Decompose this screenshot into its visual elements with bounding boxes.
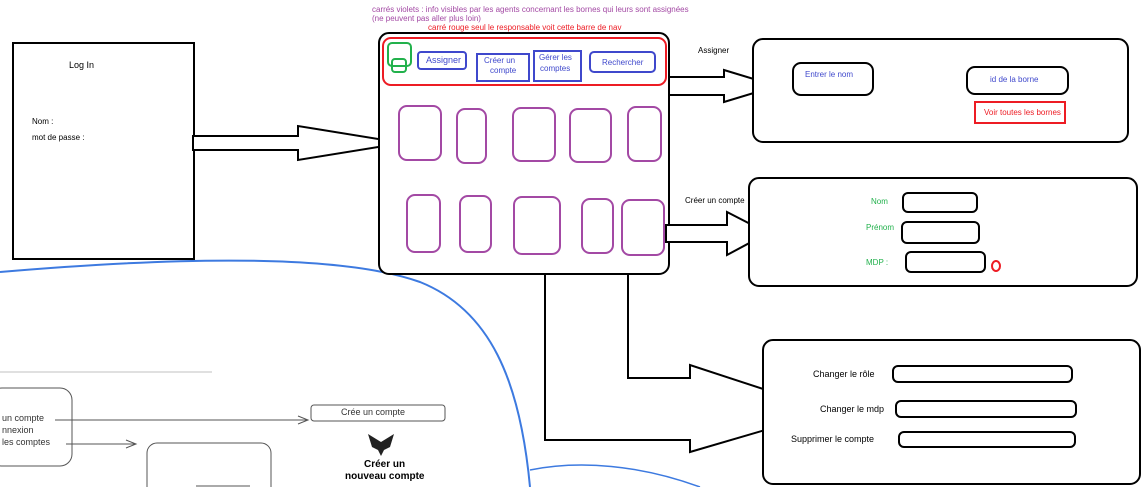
- assign-id-label: id de la borne: [990, 75, 1039, 84]
- connector-arrowhead: [297, 415, 310, 425]
- main-screen: [378, 32, 670, 275]
- login-title: Log In: [69, 60, 95, 70]
- assign-id-box[interactable]: [966, 66, 1069, 95]
- note-violet-line2: (ne peuvent pas aller plus loin): [372, 14, 481, 23]
- green-square-1: [387, 42, 412, 67]
- nav-search-label: Rechercher: [602, 58, 644, 67]
- create-prenom-label: Prénom: [866, 223, 895, 232]
- assign-arrow-label: Assigner: [698, 46, 730, 55]
- logo-text-line2: nouveau compte: [345, 471, 425, 482]
- assign-all-button[interactable]: [974, 101, 1066, 124]
- purple-card: [456, 108, 487, 164]
- menu-item-manage[interactable]: les comptes: [2, 437, 51, 447]
- create-nom-label: Nom: [871, 197, 888, 206]
- purple-card: [459, 195, 492, 253]
- create-prenom-field[interactable]: [901, 221, 980, 244]
- create-panel: [748, 177, 1138, 287]
- login-password-label: mot de passe :: [32, 133, 85, 142]
- nav-create-button[interactable]: [476, 53, 530, 82]
- create-arrow-label: Créer un compte: [685, 196, 745, 205]
- note-violet-line1: carrés violets : info visibles par les a…: [372, 5, 689, 14]
- nav-create-label-1: Créer un: [484, 56, 516, 65]
- bird-logo-icon: [368, 434, 394, 456]
- manage-delete-field[interactable]: [898, 431, 1076, 448]
- blue-curve-2: [529, 464, 701, 487]
- green-square-2: [391, 58, 407, 73]
- nav-manage-label-2: comptes: [540, 64, 571, 73]
- menu-item-create[interactable]: un compte: [2, 413, 45, 423]
- manage-role-field[interactable]: [892, 365, 1073, 383]
- menu-item-login[interactable]: nnexion: [2, 425, 34, 435]
- purple-card: [406, 194, 441, 253]
- nav-assign-label: Assigner: [426, 55, 462, 65]
- assign-panel: [752, 38, 1129, 143]
- create-account-box-label: Crée un compte: [341, 407, 406, 417]
- nav-search-button[interactable]: [589, 51, 656, 73]
- create-nom-field[interactable]: [902, 192, 978, 213]
- arrow-to-assign: [668, 68, 781, 104]
- purple-card: [627, 106, 662, 162]
- create-mdp-label: MDP :: [866, 258, 889, 267]
- logo-text-line1: Créer un: [364, 459, 406, 470]
- arrow-login-to-main: [192, 124, 404, 162]
- login-box: [12, 42, 195, 260]
- assign-name-box[interactable]: [792, 62, 874, 96]
- nav-create-label-2: compte: [490, 66, 517, 75]
- purple-card: [569, 108, 612, 163]
- login-nom-label: Nom :: [32, 117, 54, 126]
- nav-manage-button[interactable]: [533, 50, 582, 82]
- create-account-box[interactable]: [310, 404, 446, 422]
- create-mdp-field[interactable]: [905, 251, 986, 273]
- assign-all-label: Voir toutes les bornes: [984, 108, 1061, 117]
- manage-mdp-field[interactable]: [895, 400, 1077, 418]
- manage-mdp-label: Changer le mdp: [820, 404, 885, 414]
- screen-box-partial: [146, 442, 272, 487]
- manage-delete-label: Supprimer le compte: [791, 434, 875, 444]
- purple-card: [512, 107, 556, 162]
- purple-card: [581, 198, 614, 254]
- manage-role-label: Changer le rôle: [813, 369, 875, 379]
- blue-curve: [0, 259, 531, 487]
- arrow-to-create: [665, 210, 771, 257]
- menu-box-partial: [0, 387, 73, 467]
- purple-card: [621, 199, 665, 256]
- connector-arrowhead-2: [125, 439, 138, 449]
- nav-manage-label-1: Gérer les: [539, 53, 572, 62]
- assign-name-label: Entrer le nom: [805, 70, 854, 79]
- password-eye-icon[interactable]: [991, 260, 1001, 272]
- note-red: carré rouge seul le responsable voit cet…: [428, 23, 622, 32]
- purple-card: [513, 196, 561, 255]
- nav-assign-button[interactable]: [417, 51, 467, 70]
- navbar-red: [382, 37, 667, 86]
- purple-card: [398, 105, 442, 161]
